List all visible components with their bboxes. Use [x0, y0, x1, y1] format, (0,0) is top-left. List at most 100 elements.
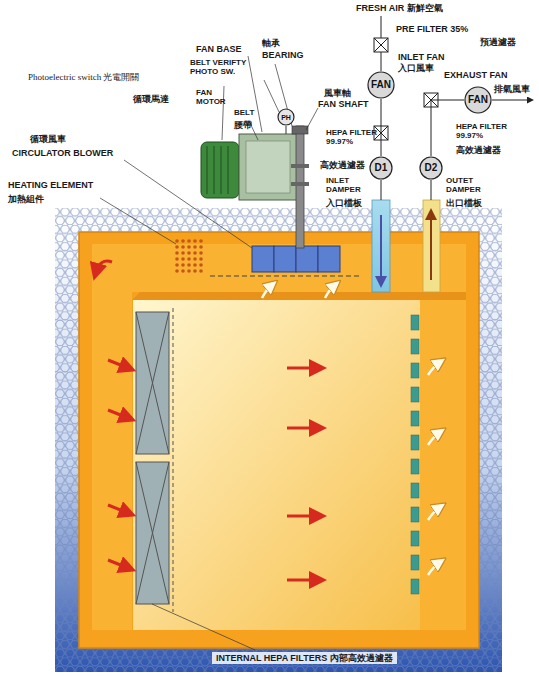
- drawing-part: [187, 251, 191, 255]
- internal-hepa-filters: [136, 312, 169, 604]
- drawing-part: [199, 245, 203, 249]
- drawing-part: [381, 16, 382, 38]
- drawing-part: [411, 363, 419, 378]
- drawing-part: [175, 251, 179, 255]
- callout-label: 入口檔板: [326, 198, 362, 208]
- drawing-part: [306, 108, 318, 130]
- callout-label: INLET DAMPER: [326, 176, 366, 194]
- drawing-part: [181, 257, 185, 261]
- drawing-part: [222, 86, 224, 140]
- drawing-part: [411, 315, 419, 330]
- drawing-part: [370, 157, 392, 179]
- callout-label: OUTET DAMPER: [446, 176, 492, 194]
- bearing: [292, 126, 308, 134]
- node-text: FAN: [371, 80, 391, 90]
- drawing-part: [374, 38, 388, 52]
- callout-label: FAN MOTOR: [196, 88, 236, 106]
- drawing-part: [100, 198, 176, 244]
- work-room: [133, 300, 420, 630]
- drawing-part: [374, 38, 388, 52]
- fan-shaft: [296, 126, 304, 248]
- drawing-part: [381, 99, 382, 156]
- circle-node: PH: [277, 108, 295, 126]
- drawing-part: [187, 257, 191, 261]
- callout-label: INTERNAL HEPA FILTERS 內部高效過濾器: [212, 652, 397, 664]
- callout-label: 循環風車: [30, 134, 66, 144]
- callout-label: HEPA FILTER 99.97%: [326, 128, 378, 146]
- drawing-part: [175, 263, 179, 267]
- drawing-part: [181, 251, 185, 255]
- drawing-part: [278, 109, 294, 125]
- inlet-pipe: [372, 200, 390, 292]
- heating-element: [175, 239, 203, 273]
- drawing-part: [420, 300, 466, 630]
- drawing-part: [96, 261, 112, 272]
- drawing-part: [411, 507, 419, 522]
- drawing-part: [187, 269, 191, 273]
- drawing-part: [428, 562, 440, 575]
- drawing-part: [173, 308, 174, 612]
- callout-label: 軸承: [262, 38, 280, 48]
- drawing-part: [411, 579, 419, 594]
- callout-label: 風車軸: [324, 88, 351, 98]
- drawing-part: [187, 245, 191, 249]
- node-text: FAN: [468, 95, 488, 105]
- drawing-part: [287, 427, 318, 430]
- drawing-part: [291, 182, 309, 186]
- drawing-part: [136, 312, 169, 454]
- drawing-part: [175, 239, 179, 243]
- drawing-part: [108, 360, 128, 368]
- drawing-part: [228, 146, 229, 194]
- drawing-part: [181, 245, 185, 249]
- circle-node: D1: [369, 156, 393, 180]
- drawing-part: [193, 257, 197, 261]
- drawing-part: [428, 362, 440, 375]
- circle-node: D2: [419, 156, 443, 180]
- drawing-part: [296, 246, 318, 272]
- circle-node: FAN: [367, 71, 395, 99]
- drawing-part: [108, 410, 128, 418]
- callout-label: 腰帶: [234, 120, 252, 130]
- node-text: PH: [281, 114, 291, 121]
- callout-label: BELT VERIFTY PHOTO SW.: [190, 58, 266, 76]
- callout-label: 加熱組件: [8, 194, 44, 204]
- drawing-part: [430, 214, 432, 280]
- drawing-part: [92, 244, 466, 292]
- drawing-part: [411, 483, 419, 498]
- node-text: D2: [425, 163, 438, 173]
- drawing-part: [262, 285, 272, 298]
- drawing-part: [286, 126, 287, 134]
- drawing-part: [221, 146, 222, 194]
- drawing-part: [381, 180, 382, 200]
- drawing-part: [264, 80, 279, 112]
- drawing-part: [431, 180, 432, 200]
- callout-label: Photoelectric switch 光電開關: [28, 72, 139, 82]
- callout-label: 入口風車: [398, 63, 434, 73]
- fan-base: [239, 134, 297, 200]
- drawing-part: [411, 387, 419, 402]
- louvers: [411, 315, 419, 594]
- drawing-part: [428, 507, 440, 520]
- drawing-part: [411, 459, 419, 474]
- drawing-part: [181, 239, 185, 243]
- drawing-part: [193, 269, 197, 273]
- drawing-part: [492, 100, 530, 101]
- drawing-part: [287, 515, 318, 518]
- drawing-part: [287, 367, 318, 370]
- callout-label: PRE FILTER 35%: [396, 24, 468, 34]
- drawing-part: [136, 312, 169, 454]
- drawing-part: [199, 269, 203, 273]
- drawing-part: [411, 531, 419, 546]
- chamber: [79, 232, 479, 648]
- drawing-part: [187, 263, 191, 267]
- drawing-part: [411, 435, 419, 450]
- drawing-part: [92, 244, 132, 630]
- drawing-part: [199, 257, 203, 261]
- fan-motor: [201, 142, 239, 198]
- drawing-part: [152, 604, 255, 650]
- callout-label: EXHAUST FAN: [444, 70, 508, 80]
- drawing-part: [411, 411, 419, 426]
